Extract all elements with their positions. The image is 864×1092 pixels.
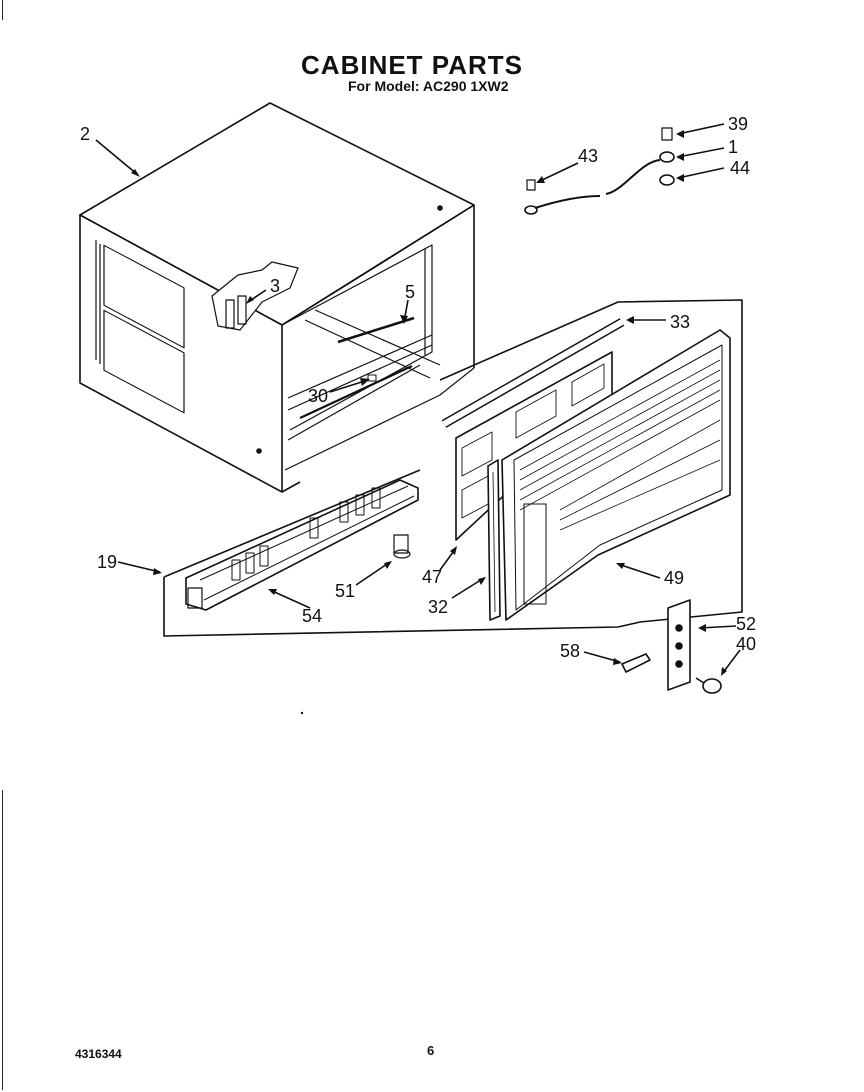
callout-43: 43 bbox=[578, 146, 598, 166]
louver-bar-part-54 bbox=[185, 479, 419, 611]
model-subtitle: For Model: AC290 1XW2 bbox=[348, 78, 509, 94]
callout-19: 19 bbox=[97, 552, 117, 572]
side-strip-part-32 bbox=[487, 459, 501, 621]
callout-3: 3 bbox=[270, 276, 280, 296]
callout-44: 44 bbox=[730, 158, 750, 178]
callout-39: 39 bbox=[728, 114, 748, 134]
arrowheads bbox=[131, 130, 727, 676]
callout-30: 30 bbox=[308, 386, 328, 406]
bracket-part-3 bbox=[211, 261, 299, 331]
page-title: CABINET PARTS bbox=[301, 50, 523, 80]
document-number: 4316344 bbox=[75, 1047, 122, 1061]
ground-wire-assembly bbox=[524, 127, 675, 215]
rail-part-5 bbox=[337, 316, 415, 344]
callout-1: 1 bbox=[728, 137, 738, 157]
callout-labels: 2 3 5 30 43 39 1 44 33 19 51 54 47 32 49… bbox=[80, 114, 756, 661]
bar-part-58 bbox=[621, 653, 651, 673]
callout-40: 40 bbox=[736, 634, 756, 654]
callout-32: 32 bbox=[428, 597, 448, 617]
callout-33: 33 bbox=[670, 312, 690, 332]
control-plate-part-52 bbox=[667, 599, 691, 691]
callout-49: 49 bbox=[664, 568, 684, 588]
callout-5: 5 bbox=[405, 282, 415, 302]
callout-54: 54 bbox=[302, 606, 322, 626]
front-grille-part-49 bbox=[501, 329, 731, 621]
rod-part-33 bbox=[441, 318, 625, 428]
stray-dot bbox=[300, 711, 304, 715]
page-number: 6 bbox=[427, 1043, 435, 1058]
callout-47: 47 bbox=[422, 567, 442, 587]
callout-2: 2 bbox=[80, 124, 90, 144]
callout-51: 51 bbox=[335, 581, 355, 601]
callout-52: 52 bbox=[736, 614, 756, 634]
page-edge-mark-top bbox=[2, 0, 3, 20]
knob-part-40 bbox=[695, 677, 722, 694]
page-edge-mark-bottom bbox=[2, 790, 3, 1090]
clip-part-51 bbox=[393, 534, 411, 559]
callout-58: 58 bbox=[560, 641, 580, 661]
rail-part-30 bbox=[299, 365, 413, 419]
